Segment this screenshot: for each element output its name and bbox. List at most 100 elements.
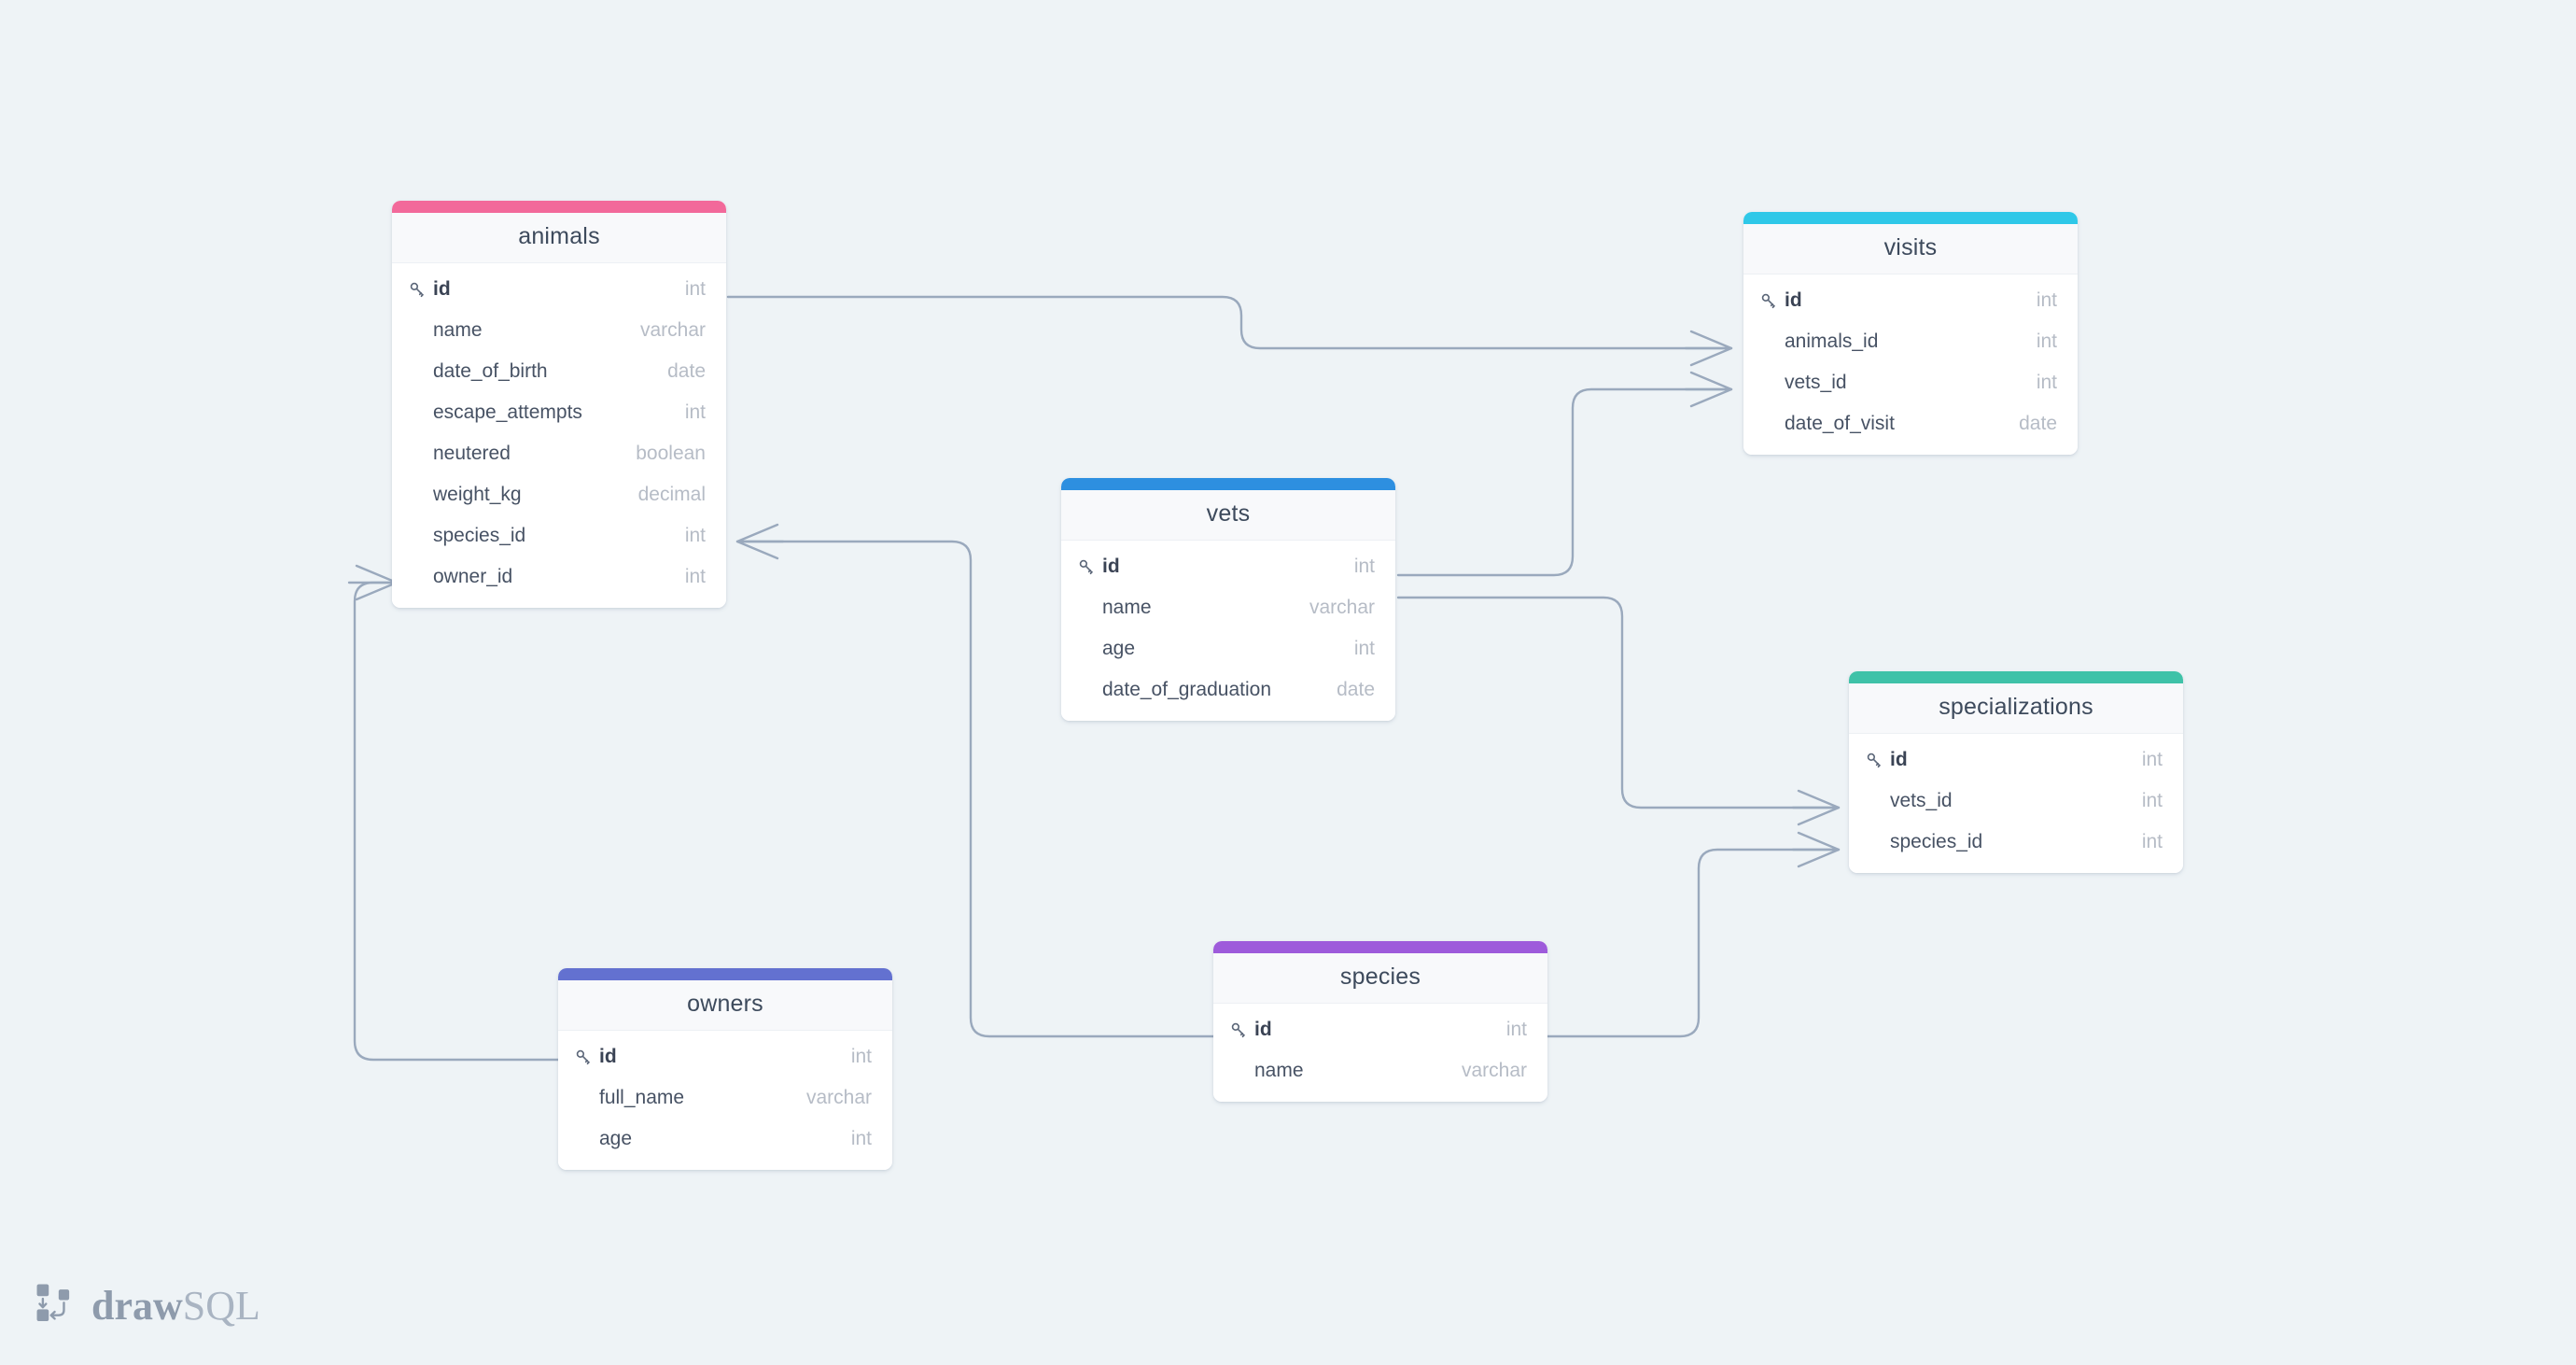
column-type: varchar (805, 1087, 872, 1108)
table-header-vets[interactable]: vets (1061, 490, 1395, 541)
table-header-animals[interactable]: animals (392, 213, 726, 263)
column-row-visits-animals-id[interactable]: animals_id int (1743, 321, 2078, 362)
column-name: species_id (433, 525, 526, 546)
column-list-specializations: id int vets_id int species_id int (1849, 734, 2183, 873)
column-name: neutered (433, 443, 511, 464)
logo-text-sql: SQL (182, 1282, 260, 1329)
column-list-owners: id int full_name varchar age int (558, 1031, 892, 1170)
column-type: varchar (639, 319, 706, 341)
primary-key-icon (1760, 292, 1785, 310)
logo-text: drawSQL (91, 1282, 260, 1329)
column-name: id (1785, 289, 1802, 311)
table-accent-specializations (1849, 671, 2183, 683)
table-accent-owners (558, 968, 892, 980)
column-row-specializations-vets-id[interactable]: vets_id int (1849, 781, 2183, 822)
column-type: int (2036, 289, 2057, 311)
column-name: date_of_birth (433, 360, 548, 382)
column-type: varchar (1309, 597, 1375, 618)
column-row-animals-owner-id[interactable]: owner_id int (392, 556, 726, 598)
primary-key-icon (1230, 1021, 1254, 1039)
column-row-animals-neutered[interactable]: neutered boolean (392, 433, 726, 474)
primary-key-icon (409, 281, 433, 299)
column-type: int (2036, 372, 2057, 393)
table-card-owners[interactable]: owners id int full_name varchar age int (558, 968, 892, 1170)
column-type: date (667, 360, 706, 382)
column-row-visits-vets-id[interactable]: vets_id int (1743, 362, 2078, 403)
column-type: decimal (637, 484, 706, 505)
column-name: id (1254, 1019, 1272, 1040)
column-type: int (684, 278, 706, 300)
table-accent-vets (1061, 478, 1395, 490)
column-row-species-name[interactable]: name varchar (1213, 1050, 1547, 1091)
column-type: int (1353, 556, 1375, 577)
column-row-specializations-species-id[interactable]: species_id int (1849, 822, 2183, 863)
column-name: name (1102, 597, 1152, 618)
table-card-animals[interactable]: animals id int name varchar date_of_birt… (392, 201, 726, 608)
edge-vets-visits (1396, 387, 1733, 577)
table-card-visits[interactable]: visits id int animals_id int vets_id int (1743, 212, 2078, 455)
column-name: id (433, 278, 451, 300)
column-name: vets_id (1890, 790, 1953, 811)
column-row-owners-id[interactable]: id int (558, 1036, 892, 1077)
column-row-animals-species-id[interactable]: species_id int (392, 515, 726, 556)
column-list-visits: id int animals_id int vets_id int date_o… (1743, 274, 2078, 455)
column-list-species: id int name varchar (1213, 1004, 1547, 1102)
table-accent-animals (392, 201, 726, 213)
column-type: int (1353, 638, 1375, 659)
drawsql-logo[interactable]: drawSQL (34, 1281, 260, 1330)
column-name: owner_id (433, 566, 513, 587)
column-row-vets-date-of-graduation[interactable]: date_of_graduation date (1061, 669, 1395, 711)
table-header-owners[interactable]: owners (558, 980, 892, 1031)
table-card-specializations[interactable]: specializations id int vets_id int speci… (1849, 671, 2183, 873)
column-name: id (1890, 749, 1908, 770)
crowsfoot-specializations-species-id (1791, 831, 1841, 868)
table-header-visits[interactable]: visits (1743, 224, 2078, 274)
table-header-species[interactable]: species (1213, 953, 1547, 1004)
column-row-vets-age[interactable]: age int (1061, 628, 1395, 669)
column-row-species-id[interactable]: id int (1213, 1009, 1547, 1050)
column-name: weight_kg (433, 484, 522, 505)
table-card-vets[interactable]: vets id int name varchar age int (1061, 478, 1395, 721)
column-name: age (1102, 638, 1136, 659)
column-type: int (850, 1128, 872, 1149)
column-row-vets-id[interactable]: id int (1061, 546, 1395, 587)
column-type: int (2141, 749, 2163, 770)
column-row-animals-weight-kg[interactable]: weight_kg decimal (392, 474, 726, 515)
column-type: int (684, 525, 706, 546)
column-row-visits-date-of-visit[interactable]: date_of_visit date (1743, 403, 2078, 444)
column-row-animals-name[interactable]: name varchar (392, 310, 726, 351)
primary-key-icon (1866, 752, 1890, 769)
column-row-visits-id[interactable]: id int (1743, 280, 2078, 321)
column-row-animals-date-of-birth[interactable]: date_of_birth date (392, 351, 726, 392)
crowsfoot-specializations-vets-id (1791, 789, 1841, 826)
edge-species-specializations (1546, 848, 1841, 1038)
crowsfoot-visits-animals-id (1684, 330, 1733, 367)
column-type: date (1337, 679, 1375, 700)
drawsql-nodes-icon (34, 1281, 78, 1330)
table-title-visits: visits (1883, 234, 1938, 260)
column-type: boolean (636, 443, 706, 464)
column-type: int (2141, 790, 2163, 811)
column-name: id (599, 1046, 617, 1067)
column-row-specializations-id[interactable]: id int (1849, 739, 2183, 781)
table-header-specializations[interactable]: specializations (1849, 683, 2183, 734)
column-row-animals-escape-attempts[interactable]: escape_attempts int (392, 392, 726, 433)
column-row-animals-id[interactable]: id int (392, 269, 726, 310)
crowsfoot-animals-owner-id (347, 564, 399, 601)
table-title-specializations: specializations (1939, 694, 2093, 720)
logo-text-draw: draw (91, 1282, 183, 1329)
column-row-owners-age[interactable]: age int (558, 1119, 892, 1160)
table-accent-visits (1743, 212, 2078, 224)
column-type: int (850, 1046, 872, 1067)
column-type: date (2019, 413, 2057, 434)
table-title-owners: owners (687, 991, 763, 1017)
column-name: species_id (1890, 831, 1983, 852)
column-name: date_of_graduation (1102, 679, 1271, 700)
primary-key-icon (1078, 558, 1102, 576)
column-row-owners-full-name[interactable]: full_name varchar (558, 1077, 892, 1119)
table-card-species[interactable]: species id int name varchar (1213, 941, 1547, 1102)
column-row-vets-name[interactable]: name varchar (1061, 587, 1395, 628)
table-accent-species (1213, 941, 1547, 953)
column-list-vets: id int name varchar age int date_of_grad… (1061, 541, 1395, 721)
